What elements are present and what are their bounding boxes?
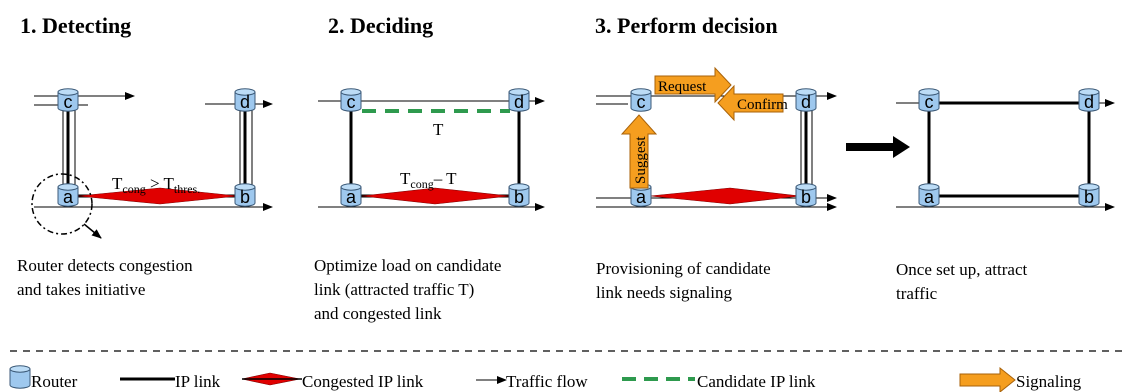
router-label-c: c	[925, 92, 934, 112]
congested-link	[649, 187, 801, 205]
legend-router-label: Router	[31, 372, 78, 391]
router-label-a: a	[346, 187, 357, 207]
router-label-a: a	[924, 187, 935, 207]
caption-result: Once set up, attract traffic	[896, 260, 1031, 303]
detection-circle	[31, 173, 93, 235]
router-label-d: d	[801, 92, 811, 112]
router-label-d: d	[240, 92, 250, 112]
router-label-d: d	[514, 92, 524, 112]
router-label-c: c	[64, 92, 73, 112]
router-label-b: b	[514, 187, 524, 207]
router-label-d: d	[1084, 92, 1094, 112]
legend-traffic-flow-label: Traffic flow	[506, 372, 588, 391]
signal-request-arrow	[654, 66, 732, 104]
panel-perform-decision: c d a b Request Confirm Suggest	[596, 66, 837, 211]
caption-perform-decision: Provisioning of candidate link needs sig…	[596, 259, 775, 302]
ip-link-ring	[927, 101, 1091, 198]
router-label-c: c	[637, 92, 646, 112]
caption-deciding: Optimize load on candidate link (attract…	[314, 256, 506, 323]
legend-ip-link-label: IP link	[175, 372, 221, 391]
step-title-detecting: 1. Detecting	[20, 13, 131, 38]
router-label-b: b	[801, 187, 811, 207]
congested-minus-t-label: Tcong– T	[400, 169, 457, 191]
step-title-deciding: 2. Deciding	[328, 13, 433, 38]
panel-detecting: c d a b Tcong > Tthres.	[31, 88, 273, 239]
legend-congested-link-label: Congested IP link	[302, 372, 424, 391]
router-label-c: c	[347, 92, 356, 112]
legend-signaling-label: Signaling	[1016, 372, 1082, 391]
congested-link	[361, 187, 511, 205]
signal-suggest-label: Suggest	[633, 136, 649, 184]
legend-candidate-link-label: Candidate IP link	[697, 372, 816, 391]
legend: Router IP link Congested IP link Traffic…	[9, 365, 1082, 392]
congestion-threshold-label: Tcong > Tthres.	[112, 174, 200, 196]
panel-result: c d a b	[896, 88, 1115, 211]
router-label-a: a	[636, 187, 647, 207]
step-title-perform-decision: 3. Perform decision	[595, 13, 778, 38]
router-label-b: b	[240, 187, 250, 207]
candidate-traffic-label: T	[433, 120, 444, 139]
transition-arrow	[846, 136, 910, 158]
legend-signaling-icon	[959, 366, 1016, 392]
router-label-b: b	[1084, 187, 1094, 207]
panel-deciding: c d a b T Tcong– T	[318, 88, 545, 211]
signal-suggest-arrow	[620, 114, 658, 189]
signal-confirm-arrow	[717, 84, 784, 122]
router-label-a: a	[63, 187, 74, 207]
signal-request-label: Request	[658, 79, 707, 95]
caption-detecting: Router detects congestion and takes init…	[17, 256, 197, 299]
signal-confirm-label: Confirm	[737, 97, 788, 113]
detection-pointer	[83, 223, 102, 239]
legend-router-icon	[9, 365, 31, 389]
